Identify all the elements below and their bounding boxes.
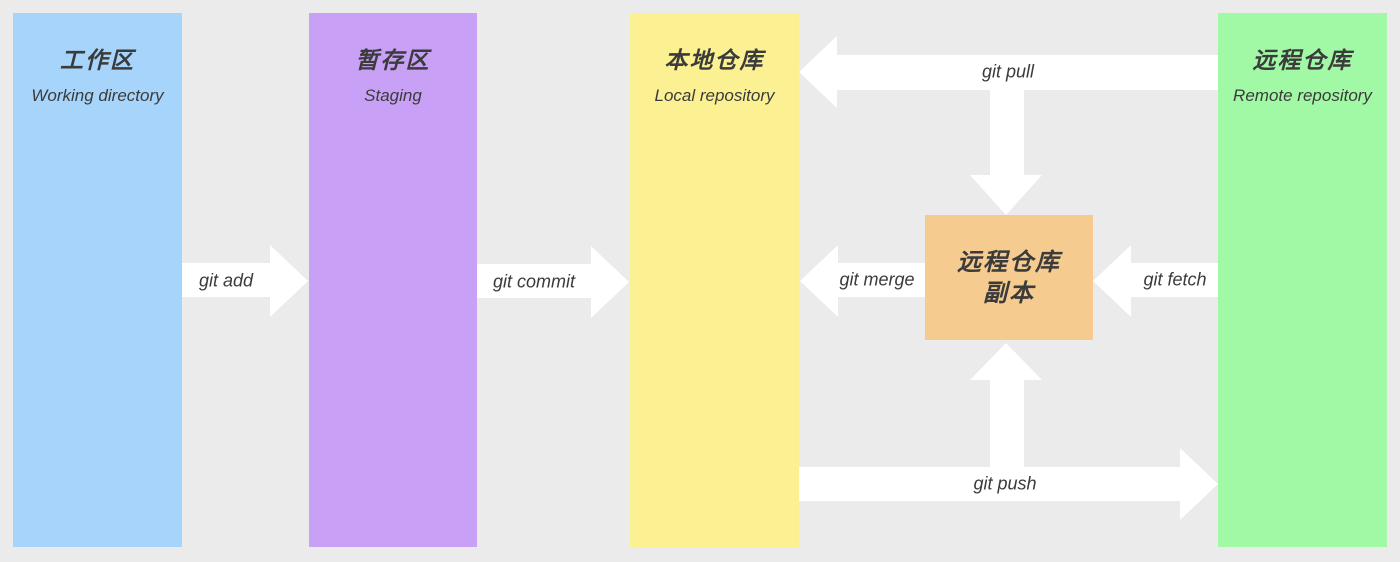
git-fetch-arrow-head <box>1093 245 1131 317</box>
local-repository-title-en: Local repository <box>654 86 775 105</box>
git-push-arrow-head <box>1180 448 1218 520</box>
git-commit-arrow-shaft <box>477 264 591 298</box>
git-push-arrow-shaft <box>799 467 1180 501</box>
staging-title-cn: 暂存区 <box>355 47 431 73</box>
remote-copy-line2: 副本 <box>983 279 1035 307</box>
git-add-arrow-head <box>270 245 308 317</box>
working-directory-title-en: Working directory <box>31 86 164 105</box>
git-pull-arrow-shaft <box>837 55 1218 90</box>
column-local-repository: 本地仓库 Local repository <box>630 13 799 547</box>
git-pull-branch-head <box>970 175 1042 215</box>
remote-repository-title-en: Remote repository <box>1233 86 1372 105</box>
git-merge-arrow-shaft <box>838 263 925 297</box>
remote-copy-box: 远程仓库 副本 <box>925 215 1093 340</box>
git-pull-label: git pull <box>981 61 1035 82</box>
git-add-label: git add <box>198 270 254 291</box>
git-push-branch-shaft <box>990 380 1024 467</box>
git-merge-arrow-head <box>800 245 838 317</box>
column-staging: 暂存区 Staging <box>309 13 477 547</box>
staging-title-en: Staging <box>364 86 422 105</box>
git-pull-arrow-head <box>799 36 837 108</box>
local-repository-title-cn: 本地仓库 <box>664 47 765 73</box>
working-directory-title-cn: 工作区 <box>60 47 135 73</box>
remote-repository-title-cn: 远程仓库 <box>1252 47 1353 73</box>
column-remote-repository: 远程仓库 Remote repository <box>1218 13 1387 547</box>
git-commit-arrow-head <box>591 246 629 318</box>
git-commit-label: git commit <box>492 271 576 292</box>
git-push-branch-head <box>970 343 1042 380</box>
git-fetch-arrow-shaft <box>1131 263 1218 297</box>
column-working-directory: 工作区 Working directory <box>13 13 182 547</box>
git-merge-label: git merge <box>839 269 915 290</box>
git-push-label: git push <box>973 473 1037 494</box>
git-pull-branch-shaft <box>990 89 1024 175</box>
git-add-arrow-shaft <box>182 263 270 297</box>
remote-copy-line1: 远程仓库 <box>957 248 1061 276</box>
git-fetch-label: git fetch <box>1143 269 1207 290</box>
